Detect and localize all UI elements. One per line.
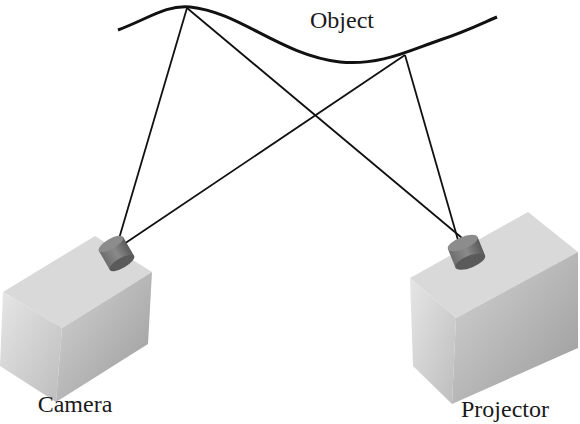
camera-lens bbox=[96, 233, 136, 275]
projector-body bbox=[410, 212, 578, 404]
projector-label: Projector bbox=[461, 396, 549, 422]
light-rays bbox=[118, 8, 462, 244]
camera-body bbox=[0, 236, 152, 402]
object-label: Object bbox=[310, 7, 374, 33]
camera-label: Camera bbox=[38, 391, 113, 417]
object-surface bbox=[118, 7, 497, 63]
projector-lens bbox=[446, 231, 488, 273]
